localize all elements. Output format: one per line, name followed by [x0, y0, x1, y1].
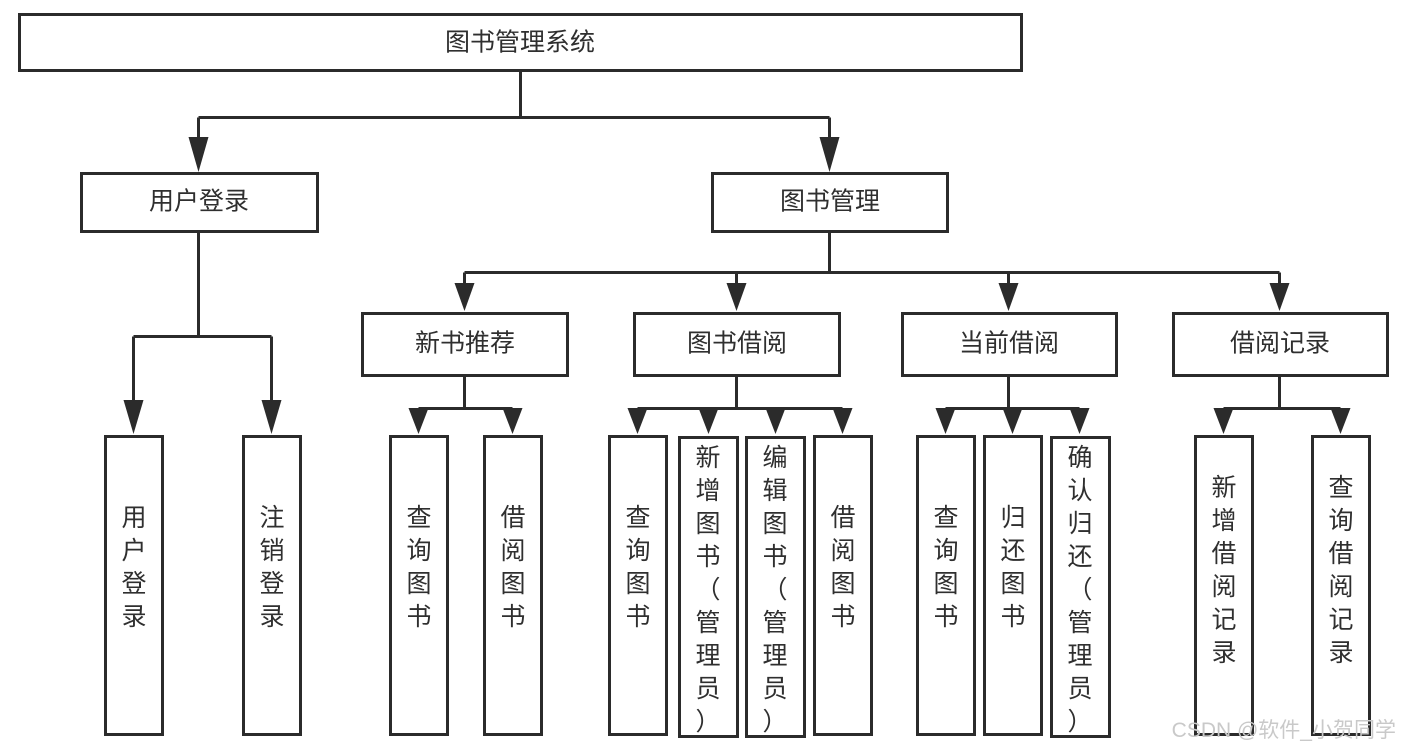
leaf-edit-book-box[interactable] — [745, 436, 806, 738]
node-leaf-return-book[interactable]: 归还图书 — [983, 435, 1043, 736]
arrow-head-leaf-return-book — [1002, 408, 1023, 434]
arrow-head-user-login — [188, 137, 209, 172]
node-leaf-query-book-1[interactable]: 查询图书 — [389, 435, 449, 736]
node-leaf-edit-book[interactable]: 编辑图书（管理员） — [745, 436, 806, 738]
node-leaf-add-record[interactable]: 新增借阅记录 — [1194, 435, 1254, 736]
node-leaf-user-logout[interactable]: 注销登录 — [242, 435, 302, 736]
arrow-head-book-management — [819, 137, 840, 172]
leaf-user-logout-label: 注销登录 — [259, 504, 284, 631]
leaf-return-book-box[interactable] — [983, 435, 1043, 736]
arrow-head-leaf-edit-book — [765, 408, 786, 434]
leaf-query-book-3-label: 查询图书 — [933, 504, 958, 631]
arrow-head-borrow-record — [1269, 283, 1290, 311]
leaf-query-record-box[interactable] — [1311, 435, 1371, 736]
node-user-login[interactable]: 用户登录 — [80, 172, 319, 233]
leaf-query-book-2-label: 查询图书 — [625, 504, 650, 631]
csdn-watermark: CSDN @软件_小贺同学 — [1172, 719, 1396, 742]
arrow-head-leaf-user-login — [123, 400, 144, 434]
leaf-edit-book-label: 编辑图书（管理员） — [762, 444, 787, 736]
arrow-head-book-borrow — [726, 283, 747, 311]
arrow-head-leaf-add-record — [1213, 408, 1234, 434]
book-borrow-label: 图书借阅 — [687, 330, 787, 358]
leaf-add-record-box[interactable] — [1194, 435, 1254, 736]
root-label: 图书管理系统 — [445, 29, 595, 57]
arrow-head-leaf-borrow-book-1 — [502, 408, 523, 434]
node-book-management[interactable]: 图书管理 — [711, 172, 949, 233]
leaf-borrow-book-1-box[interactable] — [483, 435, 543, 736]
node-leaf-query-book-2[interactable]: 查询图书 — [608, 435, 668, 736]
connector-layer — [123, 70, 1351, 434]
node-borrow-record[interactable]: 借阅记录 — [1172, 312, 1389, 377]
node-leaf-user-login[interactable]: 用户登录 — [104, 435, 164, 736]
arrow-head-leaf-query-book-2 — [627, 408, 648, 434]
arrow-head-leaf-query-record — [1330, 408, 1351, 434]
node-leaf-borrow-book-1[interactable]: 借阅图书 — [483, 435, 543, 736]
new-book-recommend-label: 新书推荐 — [415, 330, 515, 358]
user-login-box[interactable] — [80, 172, 319, 233]
book-borrow-box[interactable] — [633, 312, 841, 377]
node-leaf-query-book-3[interactable]: 查询图书 — [916, 435, 976, 736]
node-book-borrow[interactable]: 图书借阅 — [633, 312, 841, 377]
leaf-query-record-label: 查询借阅记录 — [1328, 474, 1353, 667]
root-box[interactable] — [18, 13, 1023, 72]
new-book-recommend-box[interactable] — [361, 312, 569, 377]
leaf-query-book-3-box[interactable] — [916, 435, 976, 736]
arrow-head-new-book-recommend — [454, 283, 475, 311]
leaf-borrow-book-1-label: 借阅图书 — [500, 504, 525, 631]
borrow-record-label: 借阅记录 — [1230, 330, 1330, 358]
leaf-user-login-label: 用户登录 — [121, 504, 146, 631]
arrow-head-leaf-user-logout — [261, 400, 282, 434]
arrow-head-leaf-add-book — [698, 408, 719, 434]
leaf-return-book-label: 归还图书 — [1000, 504, 1025, 631]
leaf-query-book-2-box[interactable] — [608, 435, 668, 736]
leaf-confirm-return-label: 确认归还（管理员） — [1067, 444, 1092, 736]
arrow-head-leaf-borrow-book-2 — [832, 408, 853, 434]
node-leaf-confirm-return[interactable]: 确认归还（管理员） — [1050, 436, 1111, 738]
arrow-head-leaf-query-book-3 — [935, 408, 956, 434]
leaf-borrow-book-2-label: 借阅图书 — [830, 504, 855, 631]
arrow-head-current-borrow — [998, 283, 1019, 311]
node-leaf-borrow-book-2[interactable]: 借阅图书 — [813, 435, 873, 736]
leaf-user-logout-box[interactable] — [242, 435, 302, 736]
borrow-record-box[interactable] — [1172, 312, 1389, 377]
user-login-label: 用户登录 — [149, 188, 249, 216]
arrow-head-leaf-query-book-1 — [408, 408, 429, 434]
leaf-borrow-book-2-box[interactable] — [813, 435, 873, 736]
leaf-confirm-return-box[interactable] — [1050, 436, 1111, 738]
node-new-book-recommend[interactable]: 新书推荐 — [361, 312, 569, 377]
node-leaf-query-record[interactable]: 查询借阅记录 — [1311, 435, 1371, 736]
current-borrow-label: 当前借阅 — [959, 330, 1059, 358]
leaf-add-book-box[interactable] — [678, 436, 739, 738]
node-root[interactable]: 图书管理系统 — [18, 13, 1023, 72]
book-management-label: 图书管理 — [780, 188, 880, 216]
leaf-add-record-label: 新增借阅记录 — [1211, 474, 1236, 667]
leaf-add-book-label: 新增图书（管理员） — [695, 444, 720, 736]
leaf-query-book-1-box[interactable] — [389, 435, 449, 736]
leaf-user-login-box[interactable] — [104, 435, 164, 736]
node-leaf-add-book[interactable]: 新增图书（管理员） — [678, 436, 739, 738]
node-current-borrow[interactable]: 当前借阅 — [901, 312, 1118, 377]
current-borrow-box[interactable] — [901, 312, 1118, 377]
arrow-head-leaf-confirm-return — [1069, 408, 1090, 434]
book-management-box[interactable] — [711, 172, 949, 233]
leaf-query-book-1-label: 查询图书 — [406, 504, 431, 631]
